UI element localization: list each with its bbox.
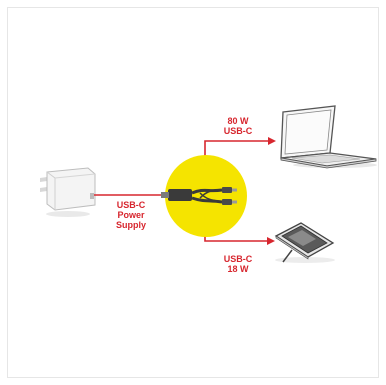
label-tablet: USB-C 18 W — [218, 254, 258, 274]
label-laptop: 80 W USB-C — [218, 116, 258, 136]
power-adapter-icon — [40, 168, 95, 217]
arrow-to-tablet — [267, 237, 275, 245]
tablet-icon — [275, 223, 335, 263]
label-power-supply: USB-C Power Supply — [108, 200, 154, 230]
arrow-to-laptop — [268, 137, 276, 145]
splitter-hub — [161, 155, 247, 237]
laptop-icon — [281, 106, 377, 168]
